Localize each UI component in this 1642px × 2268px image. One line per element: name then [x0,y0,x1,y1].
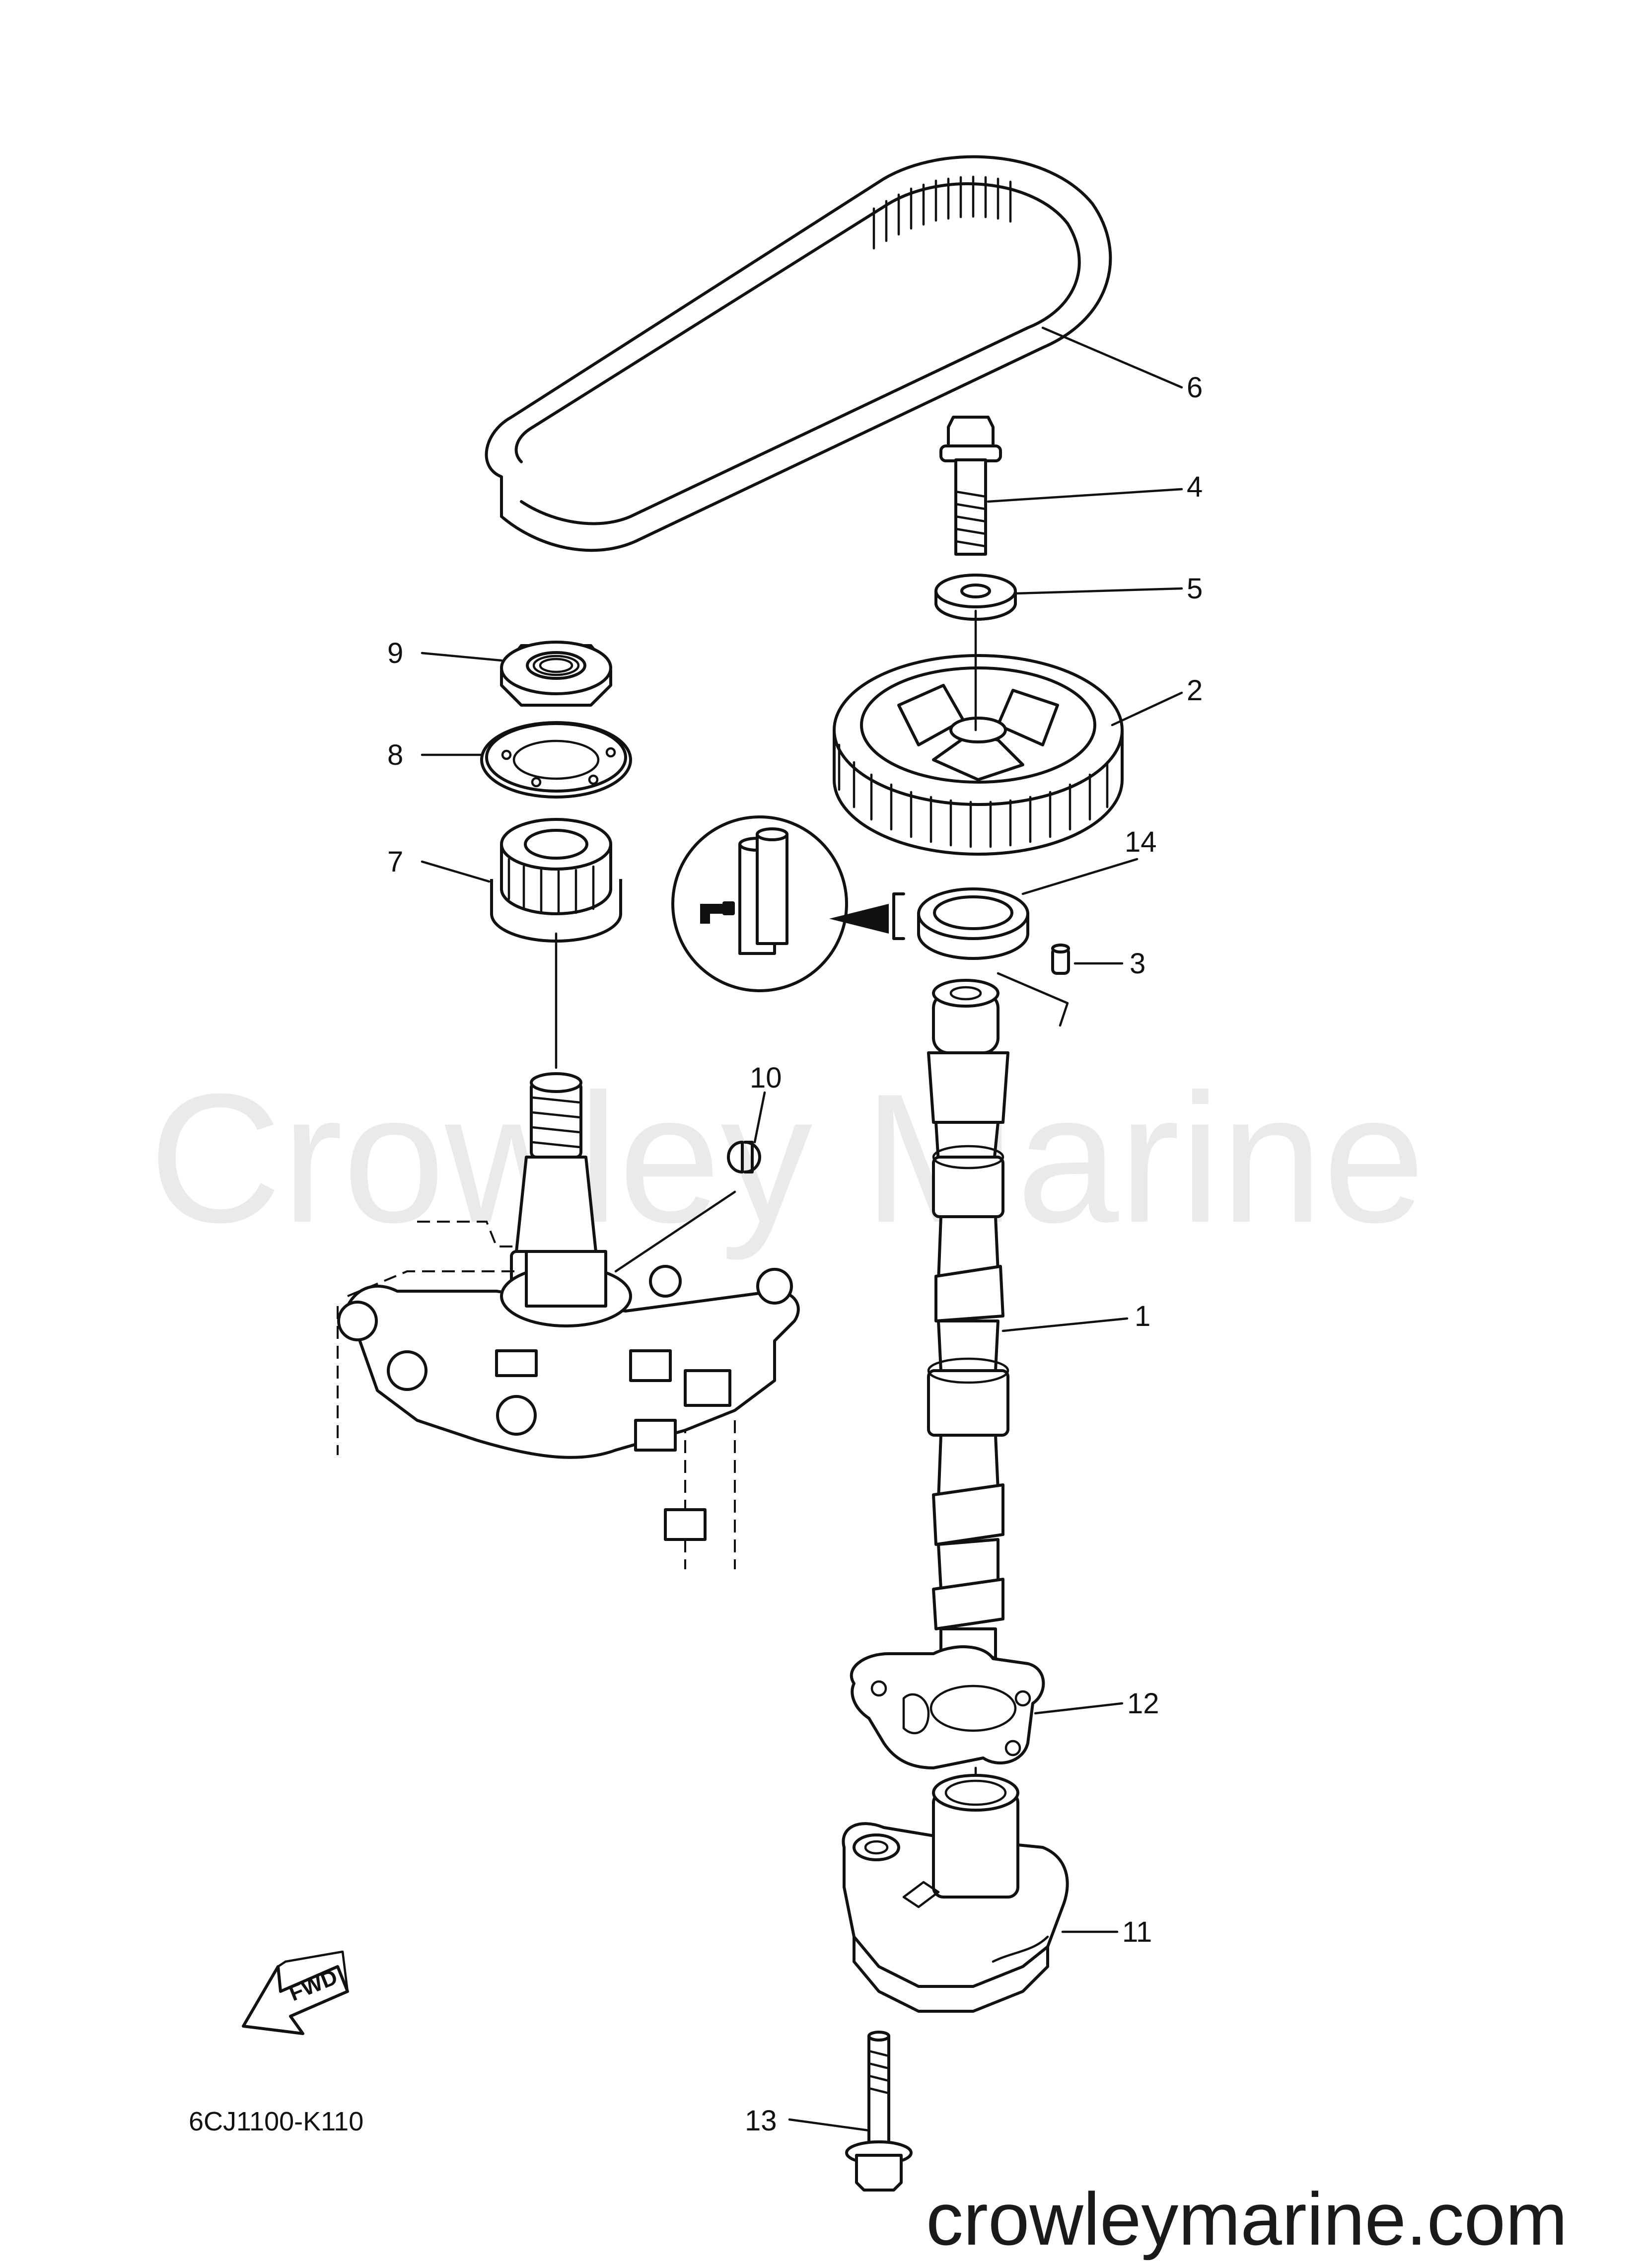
leader-14 [1021,858,1139,895]
leader-12 [1034,1702,1124,1715]
part-14-oil-seal[interactable] [917,887,1029,960]
callout-12[interactable]: 12 [1127,1687,1159,1720]
leader-5 [1014,587,1183,595]
sealant-detail-circle [671,815,905,992]
fwd-arrow-icon: FWD [242,1950,349,2035]
callout-4[interactable]: 4 [1187,471,1203,503]
part-5-washer[interactable] [934,574,1017,621]
callout-2[interactable]: 2 [1187,674,1203,707]
callout-14[interactable]: 14 [1125,826,1157,858]
belt-teeth [872,175,1012,250]
callout-13[interactable]: 13 [745,2105,777,2137]
callout-10[interactable]: 10 [750,1062,782,1094]
part-12-gasket[interactable] [850,1645,1045,1769]
callout-7[interactable]: 7 [387,846,403,878]
leader-9 [421,652,503,662]
crankcase-reference [337,1072,800,1569]
part-13-bolt[interactable] [845,2031,913,2192]
website-text[interactable]: crowleymarine.com [926,2177,1568,2261]
part-10-woodruff-key[interactable] [727,1141,761,1173]
part-1-camshaft[interactable] [927,979,1009,1700]
diagram-code: 6CJ1100-K110 [189,2107,363,2136]
leader-2 [1111,691,1183,727]
leader-7 [421,860,491,883]
leader-10 [753,1091,766,1144]
leader-1 [1001,1317,1129,1332]
callout-6[interactable]: 6 [1187,371,1203,404]
part-11-oil-pump[interactable] [842,1766,1069,2013]
part-7-crankshaft-pulley[interactable] [490,818,622,1069]
leader-4 [987,488,1183,503]
part-9-nut[interactable] [500,641,612,707]
part-2-camshaft-pulley[interactable] [833,609,1124,856]
leader-6 [1041,326,1183,389]
part-8-plate[interactable] [480,721,632,799]
callout-3[interactable]: 3 [1130,948,1145,980]
part-4-bolt[interactable] [939,416,1002,556]
part-3-dowel-pin[interactable] [1051,944,1070,975]
watermark-text: Crowley Marine [149,1056,1425,1262]
callout-8[interactable]: 8 [387,739,403,771]
callout-9[interactable]: 9 [387,637,403,669]
callout-1[interactable]: 1 [1135,1300,1150,1332]
callout-11[interactable]: 11 [1122,1916,1152,1948]
pin-position-line [997,972,1069,1027]
part-6-timing-belt[interactable] [485,155,1112,552]
leader-13 [788,2118,870,2132]
callout-5[interactable]: 5 [1187,573,1203,605]
